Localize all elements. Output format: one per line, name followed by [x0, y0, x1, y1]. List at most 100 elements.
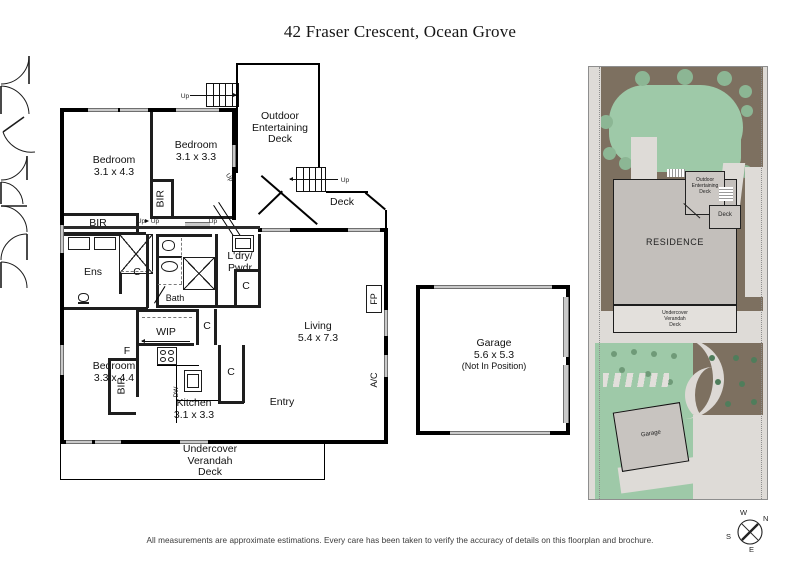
tree-icon — [619, 157, 632, 170]
shrub-icon — [739, 381, 745, 387]
interior-wall — [214, 309, 217, 345]
interior-wall — [78, 302, 89, 304]
interior-wall — [108, 358, 136, 361]
interior-wall — [156, 234, 212, 237]
fence-left — [599, 67, 601, 499]
interior-wall — [150, 179, 174, 182]
cooktop-burner — [160, 357, 166, 362]
verandah-outline — [60, 479, 325, 480]
shower-screen-dashed — [181, 238, 182, 284]
kitchen-sink-bowl — [187, 374, 199, 388]
fixture-label-fridge: F — [123, 345, 131, 357]
laundry-line2: Pwdr — [228, 261, 252, 274]
stair-label-up: Up — [136, 218, 146, 225]
fixture-label-cupboard: C — [242, 280, 250, 292]
interior-wall — [216, 305, 260, 308]
stair-direction-arrow — [289, 177, 338, 181]
window — [384, 355, 388, 377]
bedroom-3-name: Bedroom — [92, 360, 136, 372]
interior-wall — [218, 345, 221, 403]
stair-label-up: Up — [208, 218, 218, 225]
tree-icon — [603, 147, 616, 160]
bedroom-2-name: Bedroom — [174, 139, 218, 151]
fence-right — [761, 67, 763, 499]
shrub-icon — [671, 353, 677, 359]
interior-wall — [136, 345, 139, 397]
tree-icon — [635, 71, 650, 86]
compass-label-e: E — [749, 545, 755, 554]
garage-window — [563, 365, 569, 423]
interior-wall — [108, 358, 111, 414]
oed-line3: Deck — [268, 133, 292, 145]
path-right-edge — [745, 167, 763, 297]
siteplan-deck-label: Deck — [718, 212, 732, 218]
interior-wall — [218, 401, 244, 404]
bench-line — [157, 365, 199, 366]
shower-screen-dashed — [158, 284, 182, 285]
interior-wall — [150, 226, 260, 229]
door-bath — [0, 155, 580, 181]
siteplan-stairs — [719, 187, 733, 201]
stair-label-up: Up — [340, 177, 350, 184]
bedroom-2-dims: 3.1 x 3.3 — [175, 150, 217, 163]
shrub-icon — [611, 351, 617, 357]
garage-dims: 5.6 x 5.3 — [473, 348, 515, 361]
verandah-line2: Verandah — [187, 454, 233, 467]
interior-wall — [156, 305, 216, 308]
area-label-entry: Entry — [269, 396, 295, 408]
interior-wall — [108, 412, 136, 415]
tree-icon — [717, 71, 732, 86]
interior-wall — [234, 269, 260, 272]
verandah-outline — [60, 444, 61, 480]
cooktop-burner — [168, 350, 174, 355]
fixture-label-bir-1: BIR — [89, 217, 107, 229]
room-label-ensuite: Ens — [83, 266, 103, 278]
garage-door — [434, 285, 552, 289]
interior-wall — [215, 234, 218, 308]
sp-oed-line2: Entertaining — [691, 183, 719, 189]
area-label-verandah: Undercover Verandah Deck — [150, 443, 270, 479]
window — [120, 108, 148, 112]
shrub-icon — [619, 367, 625, 373]
shrub-icon — [709, 355, 715, 361]
interior-wall — [150, 112, 153, 216]
siteplan-oed-label: Outdoor Entertaining Deck — [685, 177, 725, 195]
siteplan-verandah-label: Undercover Verandah Deck — [613, 310, 737, 328]
path-side-left — [589, 67, 601, 367]
interior-wall — [64, 234, 120, 236]
toilet-ens — [78, 293, 89, 302]
bedroom-1-dims: 3.1 x 4.3 — [93, 165, 135, 178]
interior-wall — [136, 309, 198, 312]
compass-label-w: W — [740, 508, 748, 517]
disclaimer-text: All measurements are approximate estimat… — [146, 536, 654, 545]
door-laundry — [0, 181, 580, 205]
door-bedroom-2 — [0, 85, 580, 115]
sp-oed-line1: Outdoor — [695, 177, 715, 183]
laundry-line1: L'dry/ — [227, 250, 253, 262]
interior-wall — [171, 179, 174, 219]
window — [348, 228, 380, 232]
vanity-basin — [94, 237, 116, 250]
interior-wall — [64, 226, 150, 229]
verandah-line3: Deck — [198, 466, 222, 478]
interior-wall — [64, 232, 146, 235]
siteplan-stairs — [667, 169, 685, 177]
shrub-icon — [733, 355, 739, 361]
basin-bath — [161, 261, 178, 272]
fixture-label-bir-2: BIR — [154, 190, 167, 208]
door-bedroom-3 — [0, 233, 580, 261]
sp-ver-line3: Deck — [669, 322, 681, 328]
exterior-wall — [258, 228, 388, 232]
living-dims: 5.4 x 7.3 — [297, 331, 339, 344]
fixture-label-cupboard: C — [133, 266, 141, 278]
interior-wall — [234, 269, 237, 307]
interior-wall — [136, 343, 194, 346]
wip-direction-arrow — [141, 339, 190, 343]
shrub-icon — [751, 357, 757, 363]
fixture-label-cupboard: C — [203, 320, 211, 332]
cooktop-burner — [168, 357, 174, 362]
pantry-shelf-dashed — [142, 317, 192, 318]
shrub-icon — [715, 379, 721, 385]
interior-wall — [156, 234, 159, 308]
curved-path-2 — [685, 367, 731, 423]
